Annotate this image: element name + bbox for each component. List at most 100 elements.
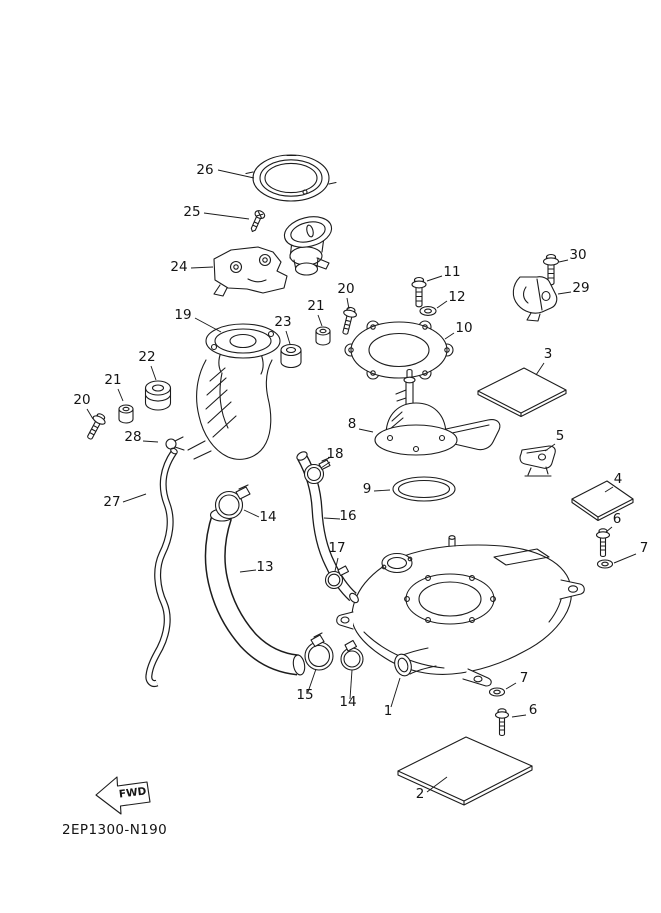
leader-line-17 <box>334 557 339 572</box>
part-14-hose-clamp-lower <box>340 639 364 671</box>
lock-cylinder-assembly <box>283 216 333 276</box>
part-label-16: 16 <box>339 508 356 524</box>
leader-line-23 <box>285 330 291 345</box>
leader-line-14 <box>243 509 260 518</box>
leader-line-27 <box>122 493 147 503</box>
leader-line-7 <box>613 553 637 564</box>
part-1-fuel-tank <box>336 535 585 687</box>
diagram-code: 2EP1300-N190 <box>62 822 167 838</box>
leader-line-9 <box>373 489 391 492</box>
part-10-retainer-plate <box>344 320 454 380</box>
part-label-2: 2 <box>416 786 425 802</box>
part-label-17: 17 <box>328 540 345 556</box>
part-label-4: 4 <box>614 471 623 487</box>
part-label-25: 25 <box>183 204 200 220</box>
leader-line-22 <box>150 365 157 381</box>
part-2-rubber-sheet <box>397 736 533 806</box>
part-label-29: 29 <box>572 280 589 296</box>
part-label-10: 10 <box>455 320 472 336</box>
part-15-hose-clamp <box>304 632 334 671</box>
part-21-collar-lower <box>118 404 134 424</box>
part-19-filler-neck <box>187 323 281 460</box>
leader-line-20 <box>346 297 350 310</box>
part-24-lock-bracket <box>213 246 288 297</box>
part-label-21: 21 <box>104 372 121 388</box>
leader-line-21 <box>117 388 124 402</box>
part-6-bolt-bottom <box>494 708 510 737</box>
leader-line-6 <box>605 526 613 533</box>
part-label-3: 3 <box>544 346 553 362</box>
leader-line-4 <box>604 486 614 493</box>
part-label-19: 19 <box>174 307 191 323</box>
part-label-22: 22 <box>138 349 155 365</box>
leader-line-15 <box>307 668 317 693</box>
part-6-bolt-right <box>595 528 611 558</box>
part-28-clip <box>165 436 185 451</box>
part-8-fuel-pump <box>374 368 501 456</box>
leader-line-26 <box>217 169 255 179</box>
fwd-label: FWD <box>118 785 147 800</box>
part-12-washer <box>419 306 437 316</box>
part-label-14: 14 <box>259 509 276 525</box>
part-label-12: 12 <box>448 289 465 305</box>
part-label-20: 20 <box>337 281 354 297</box>
part-label-24: 24 <box>170 259 187 275</box>
part-30-bolt <box>542 253 560 286</box>
part-7-washer-bottom <box>488 687 506 697</box>
part-27-drain-hose <box>145 447 178 687</box>
part-label-6: 6 <box>529 702 538 718</box>
part-5-damper-bracket <box>519 445 556 477</box>
part-9-seal-gasket <box>392 476 456 502</box>
part-label-9: 9 <box>363 481 372 497</box>
leader-line-25 <box>203 212 250 220</box>
part-26-lock-cover-ring <box>245 154 337 202</box>
leader-line-30 <box>558 259 569 263</box>
part-label-27: 27 <box>103 494 120 510</box>
leader-line-28 <box>142 440 159 443</box>
part-label-8: 8 <box>348 416 357 432</box>
part-23-grommet <box>280 343 302 369</box>
leader-line-7 <box>505 682 517 690</box>
leader-line-6 <box>511 714 527 718</box>
leader-line-16 <box>323 517 341 520</box>
leader-line-5 <box>544 443 556 452</box>
leader-line-3 <box>535 362 545 376</box>
part-29-bracket <box>512 276 558 322</box>
part-21-collar-upper <box>315 326 331 346</box>
part-label-30: 30 <box>569 247 586 263</box>
part-label-13: 13 <box>256 559 273 575</box>
part-label-15: 15 <box>296 687 313 703</box>
part-22-grommet <box>144 380 172 411</box>
leader-line-21 <box>317 314 323 327</box>
part-14-hose-clamp-upper <box>214 484 251 520</box>
part-label-18: 18 <box>326 446 343 462</box>
part-label-26: 26 <box>196 162 213 178</box>
part-25-screw <box>250 210 266 233</box>
leader-line-8 <box>358 428 374 433</box>
part-label-28: 28 <box>124 429 141 445</box>
part-label-23: 23 <box>274 314 291 330</box>
leader-line-20 <box>86 408 94 420</box>
part-label-14: 14 <box>339 694 356 710</box>
leader-line-12 <box>436 300 448 309</box>
part-label-1: 1 <box>384 703 393 719</box>
part-3-rubber-sheet <box>477 367 567 418</box>
part-label-20: 20 <box>73 392 90 408</box>
part-label-11: 11 <box>443 264 460 280</box>
leader-line-11 <box>426 275 443 282</box>
part-13-filler-hose <box>204 508 306 676</box>
part-4-rubber-pad <box>571 480 634 522</box>
part-17-hose-clamp <box>324 565 350 590</box>
part-label-21: 21 <box>307 298 324 314</box>
part-20-bolt-lower <box>87 413 106 440</box>
leader-line-10 <box>444 332 455 340</box>
leader-line-24 <box>190 266 214 269</box>
part-7-washer-right <box>596 559 614 569</box>
part-label-7: 7 <box>520 670 529 686</box>
leader-line-13 <box>239 569 257 573</box>
leader-line-1 <box>390 677 401 708</box>
part-11-bolt <box>411 276 427 308</box>
